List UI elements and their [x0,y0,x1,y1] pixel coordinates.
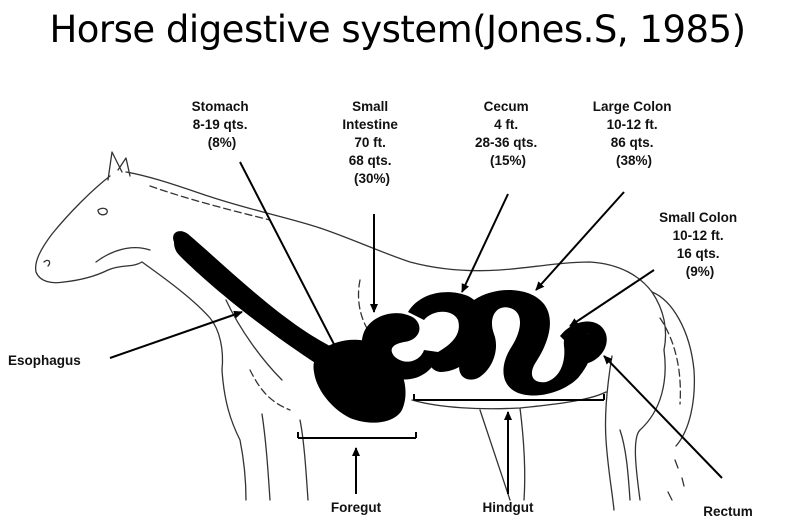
large-colon-line-2: 10-12 ft. [607,117,658,132]
large-colon-organ [459,290,592,396]
hindgut-bracket [414,394,604,400]
cecum-line-4: (15%) [490,153,526,168]
cecum-label: Cecum 4 ft. 28-36 qts. (15%) [475,99,541,168]
small-colon-line-1: Small Colon [659,210,737,225]
esophagus-label: Esophagus [8,353,81,368]
cecum-line-3: 28-36 qts. [475,135,537,150]
small-intestine-line-1: Small [352,99,388,114]
foregut-bracket [298,432,416,438]
stomach-line-1: Stomach [192,99,249,114]
cecum-line-1: Cecum [484,99,529,114]
rectum-label: Rectum [703,504,753,519]
small-intestine-label: Small Intestine 70 ft. 68 qts. (30%) [342,99,401,186]
small-intestine-line-5: (30%) [354,171,390,186]
esophagus-organ [173,231,342,370]
hindgut-label: Hindgut [483,500,534,515]
stomach-line-3: (8%) [208,135,237,150]
large-colon-line-3: 86 qts. [611,135,654,150]
digestive-tract [173,231,607,422]
small-colon-arrow [570,270,654,326]
stomach-line-2: 8-19 qts. [193,117,248,132]
small-intestine-line-4: 68 qts. [349,153,392,168]
small-intestine-line-3: 70 ft. [354,135,386,150]
large-colon-line-1: Large Colon [593,99,672,114]
small-intestine-line-2: Intestine [342,117,398,132]
small-colon-line-2: 10-12 ft. [673,228,724,243]
large-colon-arrow [536,192,624,290]
foregut-label: Foregut [331,500,382,515]
rectum-arrow [604,356,722,478]
large-colon-line-4: (38%) [616,153,652,168]
stomach-label: Stomach 8-19 qts. (8%) [192,99,253,150]
small-colon-label: Small Colon 10-12 ft. 16 qts. (9%) [659,210,741,279]
large-colon-label: Large Colon 10-12 ft. 86 qts. (38%) [593,99,676,168]
small-colon-line-3: 16 qts. [677,246,720,261]
cecum-arrow [462,194,508,292]
cecum-line-2: 4 ft. [494,117,518,132]
small-colon-line-4: (9%) [686,264,715,279]
